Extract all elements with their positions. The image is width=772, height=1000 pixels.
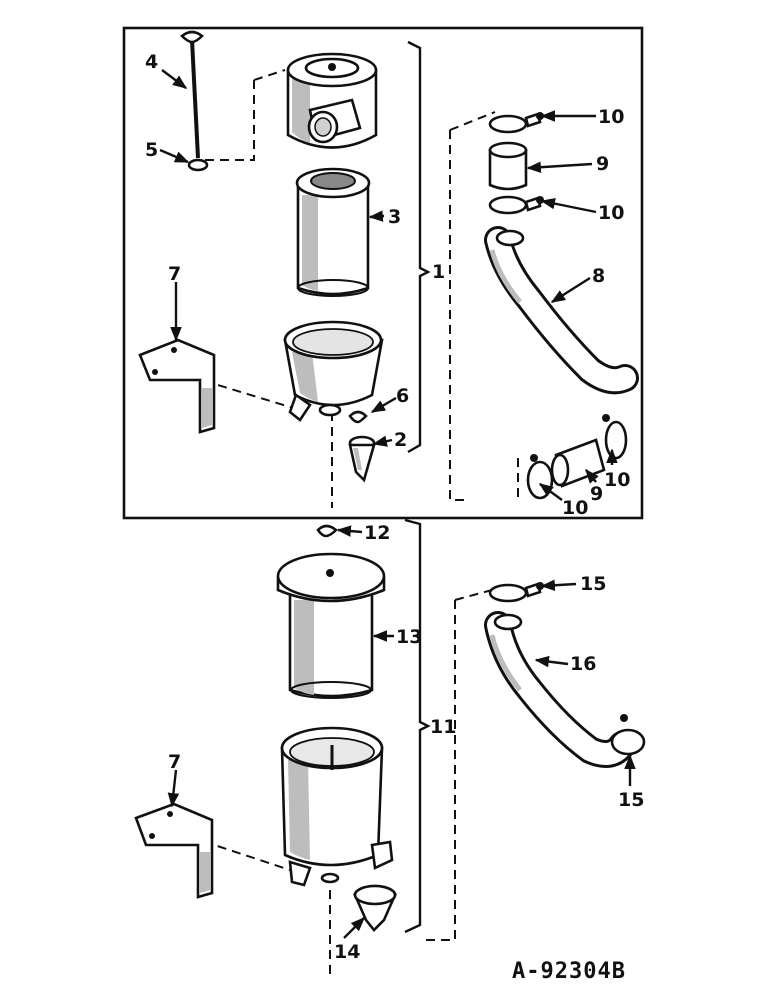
callout-10-b: 10 bbox=[598, 202, 624, 224]
callout-1: 1 bbox=[432, 261, 445, 283]
callout-15-lower: 15 bbox=[618, 789, 644, 811]
callout-5: 5 bbox=[145, 139, 158, 161]
callout-10-c: 10 bbox=[604, 469, 630, 491]
callout-13: 13 bbox=[396, 626, 422, 648]
assembly-1-frame bbox=[122, 26, 644, 520]
oil-cup-lower bbox=[280, 726, 394, 887]
filter-element-3 bbox=[295, 167, 371, 297]
callout-8: 8 bbox=[592, 265, 605, 287]
callout-7-upper: 7 bbox=[168, 263, 181, 285]
callout-7-lower: 7 bbox=[168, 751, 181, 773]
hose-8 bbox=[484, 226, 639, 395]
callout-4: 4 bbox=[145, 51, 158, 73]
callout-9-a: 9 bbox=[596, 153, 609, 175]
air-cleaner-cap bbox=[286, 52, 378, 149]
drawing-number: A-92304B bbox=[512, 959, 626, 984]
callout-16: 16 bbox=[570, 653, 596, 675]
callout-10-d: 10 bbox=[562, 497, 588, 519]
drain-cup-14 bbox=[353, 884, 397, 932]
callout-12: 12 bbox=[364, 522, 390, 544]
upper-clamp-assembly bbox=[488, 112, 544, 215]
callout-2: 2 bbox=[394, 429, 407, 451]
callout-14: 14 bbox=[334, 941, 360, 963]
hose-16 bbox=[484, 611, 636, 768]
callout-6: 6 bbox=[396, 385, 409, 407]
lower-right-clamp-assembly bbox=[526, 414, 628, 500]
mounting-bracket-upper bbox=[138, 338, 216, 434]
rod-part bbox=[180, 30, 209, 172]
leader-lines bbox=[159, 69, 636, 939]
clamp-15-lower bbox=[610, 714, 646, 756]
bracket-11 bbox=[404, 518, 431, 934]
oil-cup bbox=[283, 320, 384, 422]
callout-labels: 4 5 3 1 7 6 2 10 9 10 8 10 9 10 12 13 11… bbox=[145, 51, 644, 963]
clamp-15-top bbox=[488, 582, 544, 603]
bracket-1 bbox=[407, 40, 431, 454]
callout-3: 3 bbox=[388, 206, 401, 228]
callout-10-a: 10 bbox=[598, 106, 624, 128]
callout-9-b: 9 bbox=[590, 483, 603, 505]
wing-nut-12 bbox=[316, 524, 338, 538]
callout-11: 11 bbox=[430, 716, 456, 738]
wing-nut-6 bbox=[348, 410, 368, 424]
drain-fitting-2 bbox=[348, 435, 376, 483]
mounting-bracket-lower bbox=[134, 802, 214, 899]
filter-element-13 bbox=[276, 552, 386, 699]
callout-15-top: 15 bbox=[580, 573, 606, 595]
